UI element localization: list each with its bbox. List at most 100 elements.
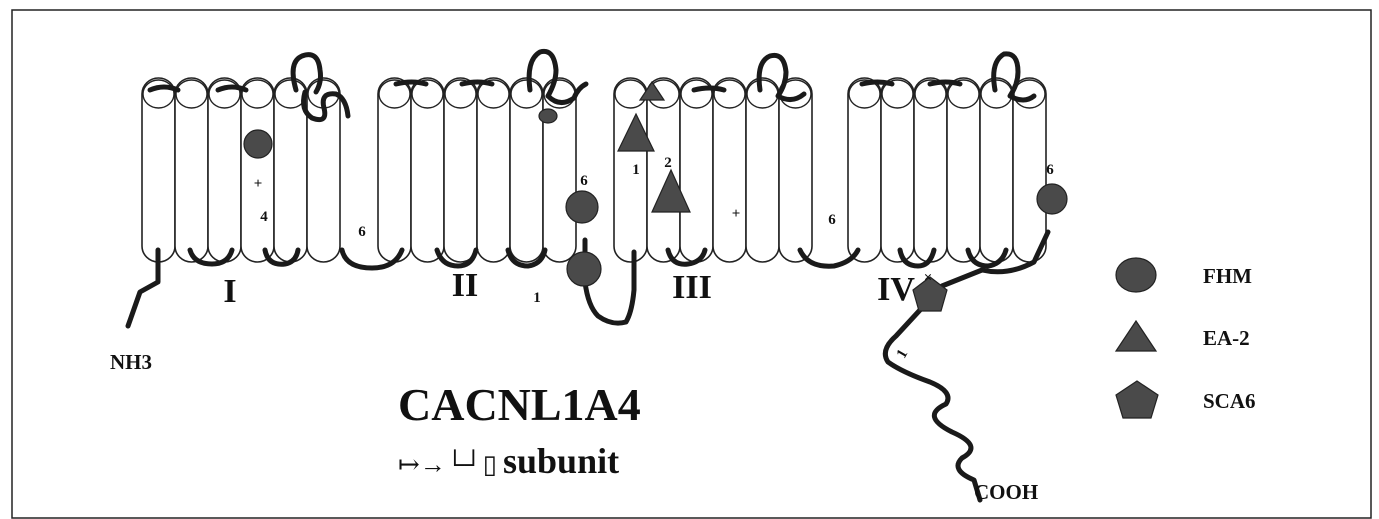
domain-iv-extra-mark: ×: [924, 270, 933, 286]
legend: FHM EA-2 SCA6: [1114, 257, 1256, 419]
helix-d3-s6: [778, 77, 813, 263]
helix-d3-s5: [745, 77, 780, 263]
helix-d2-s6: [542, 77, 577, 263]
helix-cap-d4-s1: [848, 79, 881, 109]
helix-cap-d4-s3: [914, 79, 947, 109]
legend-ea2-icon: [1114, 319, 1158, 352]
ea2-marker-iii-s1: [617, 112, 655, 152]
helix-d2-s3: [443, 77, 478, 263]
helix-cap-d2-s3: [444, 79, 477, 109]
helix-d4-s6: [1012, 77, 1047, 263]
helix-d2-s2: [410, 77, 445, 263]
helix-d3-s4: [712, 77, 747, 263]
loop-i-ii: [339, 247, 405, 271]
n-terminus-tail: [125, 247, 161, 329]
subtitle-glyphs: ↦→└┘▯: [398, 449, 497, 479]
segment-6-label-ii: 6: [580, 173, 588, 189]
c-terminus-linker: [939, 229, 1051, 289]
ea2-site-label-2: 2: [664, 155, 672, 171]
helix-d4-s1: [847, 77, 882, 263]
fhm-marker-iv-s6: [1036, 183, 1068, 215]
plus-mark-iii: +: [732, 206, 741, 222]
legend-sca6-icon: [1115, 380, 1159, 419]
loop-ii-s2s3: [434, 247, 479, 269]
fhm-marker-ii-iii-loop: [566, 251, 602, 287]
gene-title: CACNL1A4: [398, 379, 641, 430]
extracellular-loops: [147, 48, 1037, 123]
helix-d2-s1: [377, 77, 412, 263]
tick-mark-ii-iii: 1: [533, 290, 541, 306]
helix-d4-s2: [880, 77, 915, 263]
pore-loop-iv: [991, 51, 1037, 103]
ea2-marker-iii-top: [638, 80, 666, 101]
helix-cap-d2-s5: [510, 79, 543, 109]
extra-loop-iii-b: [691, 85, 727, 93]
helix-cap-d1-s2: [175, 79, 208, 109]
mutation-markers: [243, 80, 1068, 312]
fhm-marker-ii-pore: [538, 108, 558, 124]
sca6-marker-c-terminus: [912, 276, 948, 312]
helix-d3-s1: [613, 77, 648, 263]
helix-cap-d3-s3: [680, 79, 713, 109]
figure-border: [11, 9, 1372, 519]
segment-6-label-i: 6: [358, 224, 366, 240]
segment-4-label-i: 4: [260, 209, 268, 225]
helix-cap-d2-s4: [477, 79, 510, 109]
legend-ea2-label: EA-2: [1203, 326, 1250, 350]
helix-cap-d4-s4: [947, 79, 980, 109]
helix-d1-s4: [240, 77, 275, 263]
helix-d1-s6: [306, 77, 341, 263]
n-terminus-label: NH3: [110, 350, 152, 374]
helix-d3-s3: [679, 77, 714, 263]
helix-d1-s3: [207, 77, 242, 263]
c-terminus-tail: [882, 307, 983, 503]
c-terminus-label: COOH: [974, 480, 1038, 504]
helix-cap-d1-s4: [241, 79, 274, 109]
helix-d4-s3: [913, 77, 948, 263]
domain-label-iii: III: [672, 269, 712, 306]
extra-loop-iv-a: [859, 79, 895, 87]
loop-iv-s4s5: [965, 247, 1009, 269]
ea2-site-label-1: 1: [632, 162, 640, 178]
helix-cap-d4-s2: [881, 79, 914, 109]
helix-d4-s5: [979, 77, 1014, 263]
domain-label-ii: II: [452, 267, 478, 304]
helix-d2-s4: [476, 77, 511, 263]
extra-loop-i-b: [215, 84, 249, 93]
legend-sca6-label: SCA6: [1203, 389, 1256, 413]
pore-loop-iii: [756, 52, 807, 102]
segment-6-label-iv: 6: [1046, 162, 1054, 178]
helix-d4-s4: [946, 77, 981, 263]
helix-cap-d3-s4: [713, 79, 746, 109]
loop-iii-iv: [797, 247, 861, 269]
fhm-marker-ii-s6: [565, 190, 599, 224]
loop-iv-s2s3: [897, 247, 937, 269]
loop-i-s2s3: [187, 247, 235, 267]
extra-loop-ii-b: [459, 79, 495, 87]
ea2-marker-iii-s2: [651, 168, 691, 213]
helix-cap-d1-s3: [208, 79, 241, 109]
extra-loop-ii-a: [393, 79, 429, 87]
pore-loop-i-tip: [290, 52, 323, 95]
legend-fhm-label: FHM: [1203, 264, 1252, 288]
loop-ii-iii: [582, 237, 637, 326]
loop-iii-s2s3: [665, 247, 708, 267]
domain-labels: I II III IV ×: [223, 267, 932, 310]
domain-label-i: I: [223, 273, 236, 310]
extra-loop-i-a: [147, 84, 181, 93]
tick-mark-c-terminus: 1: [894, 347, 912, 361]
helix-cap-d1-s1: [142, 79, 175, 109]
subtitle-text: subunit: [503, 441, 619, 481]
fhm-marker-i-s4: [243, 129, 273, 159]
membrane-helices: [141, 77, 1047, 263]
legend-fhm-icon: [1115, 257, 1157, 293]
intracellular-loops: [125, 229, 1051, 503]
segment-6-label-iii: 6: [828, 212, 836, 228]
helix-cap-d2-s2: [411, 79, 444, 109]
plus-mark-i: +: [254, 176, 263, 192]
helix-d2-s5: [509, 77, 544, 263]
domain-label-iv: IV: [877, 271, 915, 308]
extra-loop-iv-b: [927, 79, 963, 87]
helix-d1-s1: [141, 77, 176, 263]
